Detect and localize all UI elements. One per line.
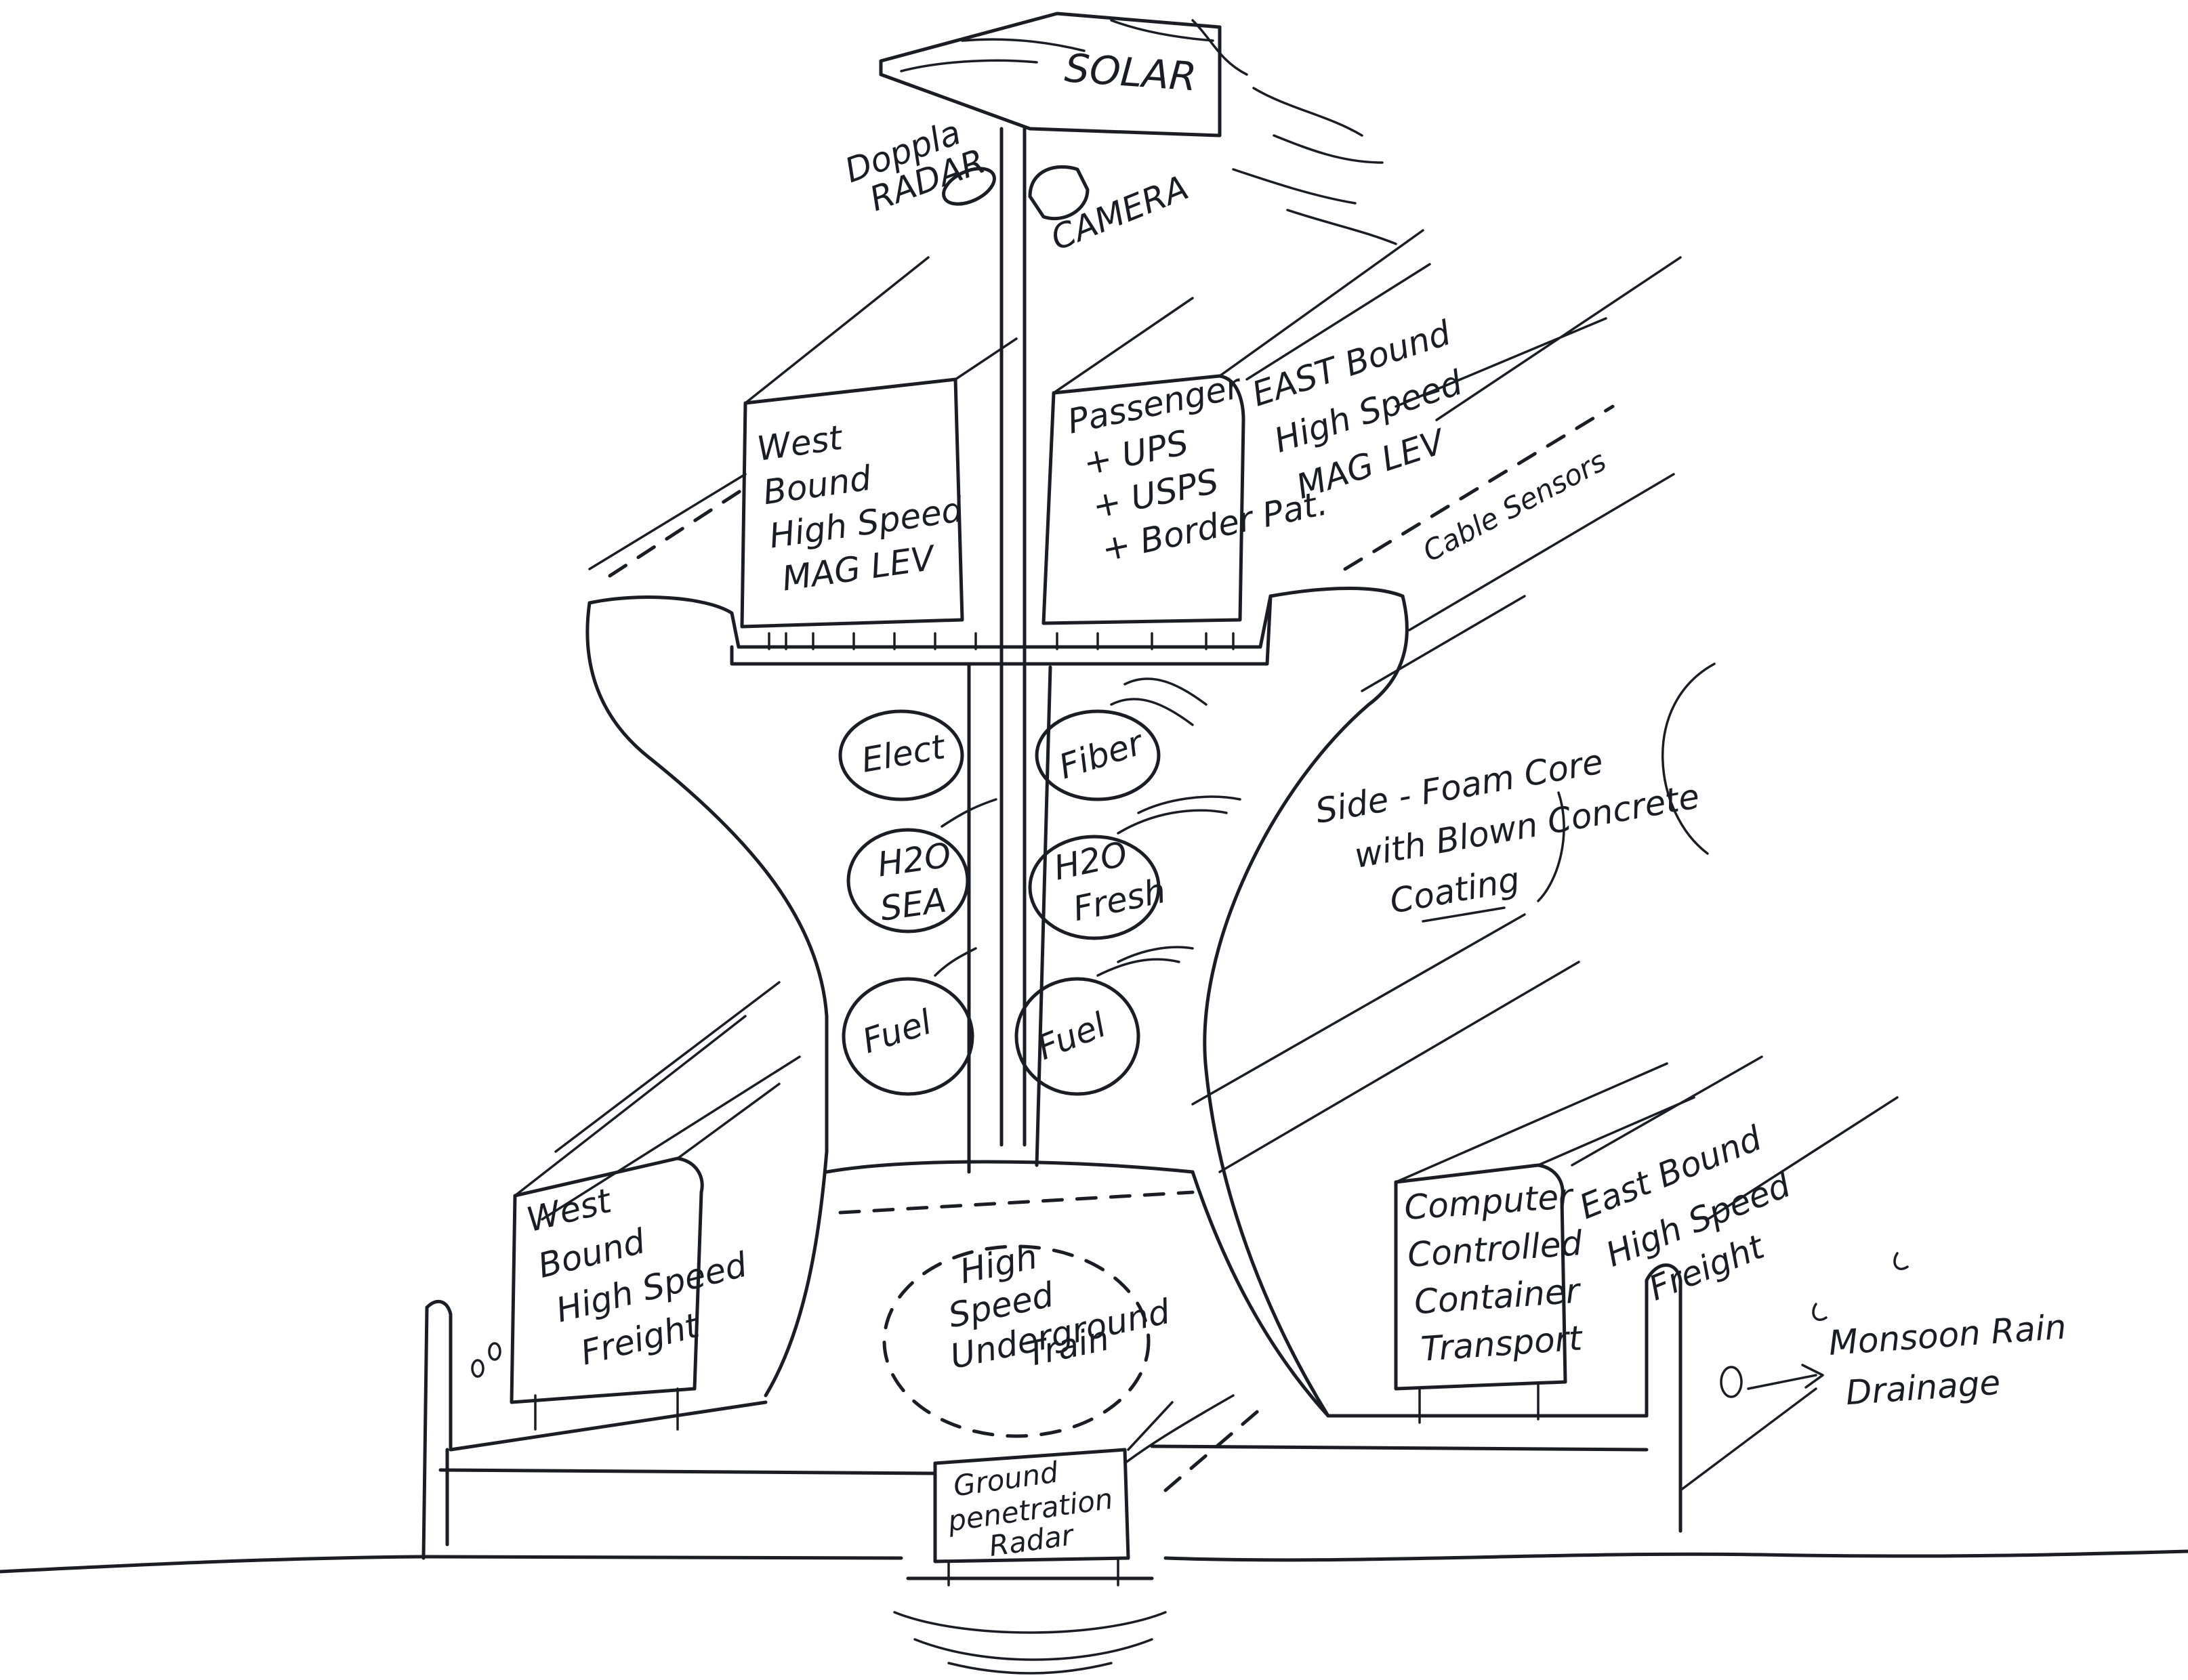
ground-penetration-radar: Ground penetration Radar bbox=[893, 1394, 1235, 1675]
pipe-elect: Elect bbox=[838, 709, 964, 801]
west-track-line bbox=[588, 473, 747, 570]
ground-structure bbox=[0, 1263, 2188, 1574]
svg-text:Computer Controlled: Computer Controlled Container Transport bbox=[1403, 1175, 1601, 1369]
svg-text:Ground penetration: Ground penetration Radar bbox=[941, 1447, 1128, 1568]
svg-text:Side - Foam Core with Bl: Side - Foam Core with Blown Concrete Coa… bbox=[1313, 725, 1722, 931]
fuel-right-label: Fuel bbox=[1032, 1005, 1111, 1068]
diagonal-shading-1 bbox=[541, 473, 1675, 1221]
camera: CAMERA bbox=[1028, 165, 1194, 258]
camera-label: CAMERA bbox=[1046, 168, 1194, 258]
svg-text:H2O Fresh: H2O Fresh bbox=[1050, 828, 1169, 931]
monsoon-line-2: Drainage bbox=[1844, 1363, 2002, 1413]
west-track-dash bbox=[608, 486, 747, 578]
elect-label: Elect bbox=[859, 727, 949, 780]
svg-text:EAST Bound High Speed: EAST Bound High Speed MAG LEV bbox=[1247, 310, 1498, 511]
h2o-sea-line-2: SEA bbox=[878, 881, 949, 929]
cable-sensors: Cable Sensors bbox=[1343, 404, 1615, 571]
east-freight-label: East Bound High Speed Freight bbox=[1571, 1055, 1899, 1308]
svg-text:Doppla RADAR: Doppla RADAR bbox=[840, 108, 990, 224]
svg-text:Monsoon Rain Drainage: Monsoon Rain Drainage bbox=[1828, 1307, 2082, 1414]
container-line-4: Transport bbox=[1420, 1318, 1585, 1369]
west-freight-box: West Bound High Speed Freight bbox=[510, 1015, 781, 1431]
side-note-line-3: Coating bbox=[1387, 860, 1523, 921]
central-mast bbox=[999, 127, 1027, 1147]
monsoon-line-1: Monsoon Rain bbox=[1828, 1307, 2067, 1363]
svg-text:High Speed Undergr: High Speed Underground Train bbox=[930, 1210, 1186, 1389]
west-maglev-box: West Bound High Speed MAG LEV bbox=[740, 256, 1018, 629]
container-line-2: Controlled bbox=[1406, 1223, 1584, 1275]
h2o-sea-line-1: H2O bbox=[875, 835, 953, 885]
fuel-left-label: Fuel bbox=[858, 1002, 936, 1061]
monsoon-drainage: Monsoon Rain Drainage bbox=[1720, 1252, 2082, 1414]
side-note: Side - Foam Core with Blown Concrete Coa… bbox=[1313, 663, 1722, 931]
solar-panel: SOLAR bbox=[879, 12, 1397, 245]
pipe-fuel-left: Fuel bbox=[842, 947, 977, 1096]
pipe-fiber: Fiber bbox=[1035, 677, 1207, 801]
pipe-h2o-sea: H2O SEA bbox=[846, 798, 997, 933]
solar-label: SOLAR bbox=[1063, 45, 1198, 100]
pipe-h2o-fresh: H2O Fresh bbox=[1028, 795, 1241, 940]
west-maglev-line-1: West bbox=[755, 418, 846, 469]
svg-text:West Bound High Sp: West Bound High Speed MAG LEV bbox=[755, 401, 983, 600]
base-platform bbox=[764, 1150, 1330, 1418]
fiber-label: Fiber bbox=[1054, 722, 1150, 786]
underground-train: High Speed Underground Train bbox=[882, 1210, 1186, 1438]
east-maglev-label: EAST Bound High Speed MAG LEV bbox=[1245, 256, 1682, 511]
svg-text:H2O SEA: H2O SEA bbox=[871, 834, 970, 929]
container-line-1: Computer bbox=[1403, 1177, 1575, 1227]
radar-stripe bbox=[1163, 1407, 1262, 1492]
doppler-radar: Doppla RADAR bbox=[840, 108, 996, 224]
container-line-3: Container bbox=[1413, 1271, 1583, 1322]
